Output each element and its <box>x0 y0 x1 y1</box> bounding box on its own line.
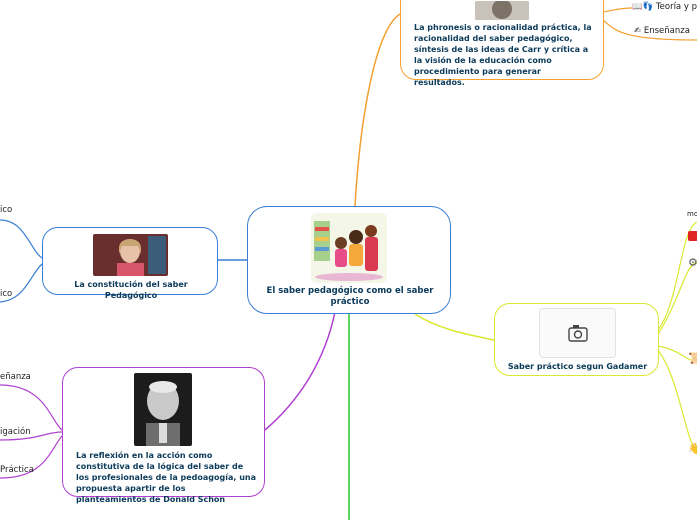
link-left-leaf-2 <box>0 263 43 303</box>
link-right-mid <box>657 261 697 335</box>
constitucion-node[interactable]: La constitución del saber Pedagógico <box>42 227 218 300</box>
leaf-teoria[interactable]: 📖👣 Teoría y p <box>632 2 697 12</box>
central-title: El saber pedagógico como el saber prácti… <box>266 286 434 307</box>
link-central-top <box>354 13 401 207</box>
book-icon: 📖 <box>632 2 643 12</box>
lowerleft-leaf-3[interactable]: Práctica <box>0 465 34 475</box>
central-node[interactable]: El saber pedagógico como el saber prácti… <box>247 206 451 314</box>
image-placeholder <box>539 308 616 358</box>
link-right-low2 <box>657 349 697 453</box>
left-leaf-1[interactable]: ico <box>0 205 13 215</box>
camera-icon <box>568 325 588 342</box>
link-right-up <box>657 221 697 331</box>
writing-hand-icon: ✍ <box>634 26 642 36</box>
link-left-leaf-1 <box>0 219 43 259</box>
checkbox-icon[interactable] <box>688 231 697 241</box>
leaf-ensenanza-top[interactable]: ✍ Enseñanza <box>634 26 690 36</box>
gadamer-node[interactable]: Saber práctico segun Gadamer <box>494 303 659 376</box>
leaf-ensenanza-top-label: Enseñanza <box>643 26 690 36</box>
link-lowerleft-leaf-1 <box>0 384 63 431</box>
link-lowerleft-leaf-2 <box>0 431 63 441</box>
link-top-leaf-2 <box>602 19 697 41</box>
link-lowerleft-leaf-3 <box>0 435 63 479</box>
constitucion-title: La constitución del saber Pedagógico <box>74 280 188 300</box>
lowerleft-leaf-1[interactable]: eñanza <box>0 372 31 382</box>
link-right-low1 <box>657 345 697 363</box>
link-central-right <box>414 313 495 341</box>
lowerleft-leaf-2[interactable]: igación <box>0 427 31 437</box>
man-portrait-image <box>134 373 192 446</box>
hand-icon[interactable]: 👋 <box>688 442 697 455</box>
gadamer-title: Saber práctico segun Gadamer <box>507 362 648 371</box>
gear-icon[interactable]: ⚙ <box>688 256 697 269</box>
portrait-image <box>475 1 529 20</box>
reflexion-node[interactable]: La reflexión en la acción como constitut… <box>62 367 265 504</box>
link-central-lowerleft <box>264 311 336 431</box>
footprints-icon: 👣 <box>642 2 654 12</box>
left-leaf-2[interactable]: ico <box>0 289 13 299</box>
reflexion-title: La reflexión en la acción como constitut… <box>76 451 257 504</box>
phronesis-text: La phronesis o racionalidad práctica, la… <box>414 23 592 87</box>
children-illustration-icon <box>311 213 387 283</box>
link-top-leaf-1 <box>602 7 633 13</box>
scroll-icon[interactable]: 📜 <box>688 352 697 365</box>
right-leaf-mo[interactable]: mo <box>687 210 697 218</box>
phronesis-node[interactable]: La phronesis o racionalidad práctica, la… <box>400 0 604 87</box>
leaf-teoria-label: Teoría y p <box>655 2 697 12</box>
woman-portrait-image <box>93 234 168 276</box>
